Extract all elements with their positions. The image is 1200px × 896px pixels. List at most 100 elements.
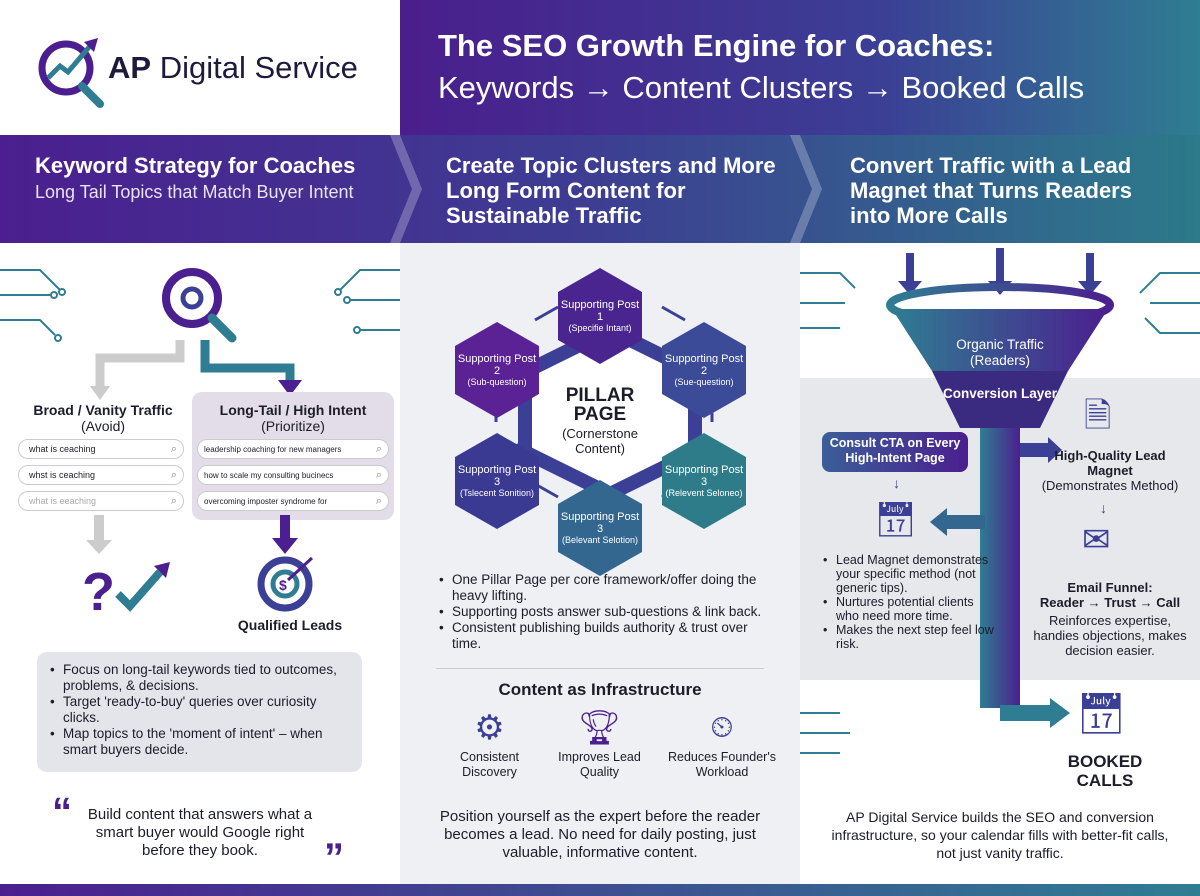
long-query-2: how to scale my consulting bucinecs ⌕ bbox=[197, 465, 389, 485]
cluster-post-2: Supporting Post 2(Sue-question) bbox=[662, 322, 746, 418]
column-2-title: Create Topic Clusters and More Long Form… bbox=[446, 153, 776, 228]
post-title: Supporting Post 2 bbox=[457, 352, 537, 377]
quote-text: Build content that answers what a smart … bbox=[87, 806, 313, 859]
chevron-dividers bbox=[390, 135, 822, 243]
long-query-3: overcoming imposter syndrome for ⌕ bbox=[197, 491, 389, 511]
calendar-check-icon: 📅︎ bbox=[1076, 692, 1127, 736]
tip-item: Map topics to the 'moment of intent' – w… bbox=[47, 726, 352, 758]
query-text: what is ceaching bbox=[29, 444, 96, 454]
organic-traffic: Organic Traffic(Readers) bbox=[920, 337, 1080, 369]
page-title: The SEO Growth Engine for Coaches: bbox=[438, 28, 995, 63]
footer-bar bbox=[0, 884, 1200, 896]
broad-traffic-group: Broad / Vanity Traffic (Avoid) bbox=[14, 402, 192, 434]
cluster-post-6: Supporting Post 2(Sub-question) bbox=[455, 322, 539, 418]
brand-name-rest: Digital Service bbox=[151, 50, 358, 85]
relaxing-person-clock-icon: ⏲ bbox=[710, 711, 734, 744]
cluster-post-3: Supporting Post 3(Relevent Seloneo) bbox=[662, 433, 746, 529]
cluster-bullet: One Pillar Page per core framework/offer… bbox=[436, 572, 776, 604]
broad-title: Broad / Vanity Traffic bbox=[33, 402, 173, 418]
query-text: leadership coaching for new managers bbox=[204, 445, 342, 454]
pillar-title: PILLAR PAGE bbox=[565, 385, 635, 425]
arrow-down-icon: ↓ bbox=[893, 475, 900, 491]
query-text: overcoming imposter syndrome for bbox=[204, 497, 328, 506]
organic-label: Organic Traffic bbox=[956, 337, 1044, 352]
post-title: Supporting Post 1 bbox=[560, 298, 640, 323]
post-sub: (Specifie Intant) bbox=[568, 322, 632, 333]
broad-subtitle: (Avoid) bbox=[80, 418, 126, 434]
infra-label: Consistent Discovery bbox=[459, 750, 520, 779]
keyword-tips-list: Focus on long-tail keywords tied to outc… bbox=[47, 662, 352, 758]
post-title: Supporting Post 3 bbox=[560, 510, 640, 535]
brand-name-bold: AP bbox=[108, 50, 152, 85]
post-title: Supporting Post 3 bbox=[457, 463, 537, 488]
column-1-subtitle: Long Tail Topics that Match Buyer Intent bbox=[35, 182, 354, 202]
infra-items: ⚙ Consistent Discovery 🏆︎Improves Lead Qu… bbox=[442, 706, 782, 780]
search-icon: ⌕ bbox=[170, 495, 177, 507]
lead-magnet-bullets: Lead Magnet demonstrates your specific m… bbox=[820, 553, 995, 651]
cluster-bullets: One Pillar Page per core framework/offer… bbox=[436, 572, 776, 652]
pillar-subtitle: (Cornerstone Content) bbox=[562, 426, 638, 456]
keyword-tips-box: Focus on long-tail keywords tied to outc… bbox=[37, 652, 362, 772]
column-header-band bbox=[0, 135, 1200, 243]
cluster-bullet: Supporting posts answer sub-questions & … bbox=[436, 604, 776, 620]
search-icon: ⌕ bbox=[375, 469, 382, 481]
long-tail-subtitle: (Prioritize) bbox=[261, 418, 325, 434]
column-1-header: Keyword Strategy for Coaches Long Tail T… bbox=[35, 153, 395, 203]
divider bbox=[436, 668, 764, 669]
pillar-page: PILLAR PAGE (Cornerstone Content) bbox=[548, 386, 652, 456]
magnet-title: High-Quality Lead Magnet bbox=[1054, 448, 1166, 478]
qualified-leads-label: Qualified Leads bbox=[237, 617, 343, 633]
booked-calls-label: BOOKED CALLS bbox=[1067, 752, 1143, 790]
query-text: whst is ceaching bbox=[29, 470, 96, 480]
calendar-icon: 📅︎ bbox=[874, 501, 918, 539]
title-banner bbox=[400, 0, 1200, 135]
consult-cta-box: Consult CTA on Every High-Intent Page bbox=[822, 432, 968, 472]
tip-item: Target 'ready-to-buy' queries over curio… bbox=[47, 694, 352, 726]
broad-query-3: what is eeaching ⌕ bbox=[18, 491, 184, 511]
email-desc: Reinforces expertise, handies objections… bbox=[1033, 613, 1187, 658]
gear-wrench-icon: ⚙ bbox=[474, 709, 505, 747]
infra-title: Content as Infrastructure bbox=[498, 680, 702, 699]
post-sub: (Sub-question) bbox=[467, 376, 527, 387]
broad-query-1: what is ceaching ⌕ bbox=[18, 439, 184, 459]
long-tail-header: Long-Tail / High Intent (Prioritize) bbox=[192, 402, 394, 434]
open-quote-icon: “ bbox=[52, 790, 72, 834]
post-sub: (Tslecent Sonition) bbox=[459, 487, 535, 498]
tip-item: Focus on long-tail keywords tied to outc… bbox=[47, 662, 352, 694]
cluster-footer: Position yourself as the expert before t… bbox=[439, 808, 761, 861]
cluster-bullet: Consistent publishing builds authority &… bbox=[436, 620, 776, 652]
brand-name: AP Digital Service bbox=[108, 50, 358, 86]
column-1-title: Keyword Strategy for Coaches bbox=[35, 153, 356, 178]
question-mark-icon: ? bbox=[82, 562, 115, 617]
infra-item: ⏲ Reduces Founder's Workload bbox=[662, 706, 782, 780]
funnel-footer: AP Digital Service builds the SEO and co… bbox=[831, 809, 1169, 861]
search-icon: ⌕ bbox=[375, 443, 382, 455]
infra-label: Improves Lead Quality bbox=[558, 750, 641, 779]
column-3-title: Convert Traffic with a Lead Magnet that … bbox=[850, 153, 1132, 228]
email-funnel: Email Funnel: Reader → Trust → Call Rein… bbox=[1030, 580, 1190, 658]
search-icon: ⌕ bbox=[170, 443, 177, 455]
post-title: Supporting Post 2 bbox=[664, 352, 744, 377]
post-sub: (Sue-question) bbox=[674, 376, 734, 387]
funnel-bullet: Makes the next step feel low risk. bbox=[820, 623, 995, 651]
query-text: how to scale my consulting bucinecs bbox=[204, 471, 334, 480]
post-title: Supporting Post 3 bbox=[664, 463, 744, 488]
cluster-post-1: Supporting Post 1(Specifie Intant) bbox=[558, 268, 642, 364]
funnel-graphic bbox=[800, 248, 1200, 754]
lead-magnet: High-Quality Lead Magnet(Demonstrates Me… bbox=[1030, 448, 1190, 493]
infra-label: Reduces Founder's Workload bbox=[667, 750, 776, 779]
email-title: Email Funnel: bbox=[1067, 580, 1153, 595]
query-text: what is eeaching bbox=[29, 496, 97, 506]
search-icon: ⌕ bbox=[375, 495, 382, 507]
search-icon: ⌕ bbox=[170, 469, 177, 481]
funnel-bullet: Lead Magnet demonstrates your specific m… bbox=[820, 553, 995, 595]
brand-header bbox=[0, 0, 400, 135]
organic-sub: (Readers) bbox=[969, 353, 1031, 368]
magnet-sub: (Demonstrates Method) bbox=[1041, 478, 1179, 493]
infra-item: 🏆︎Improves Lead Quality bbox=[552, 706, 647, 780]
arrow-down-icon: ↓ bbox=[1100, 500, 1107, 516]
page-subtitle: Keywords → Content Clusters → Booked Cal… bbox=[438, 70, 1085, 105]
long-tail-title: Long-Tail / High Intent bbox=[219, 402, 367, 418]
cluster-post-4: Supporting Post 3(Belevant Selotion) bbox=[558, 480, 642, 576]
close-quote-icon: ” bbox=[324, 836, 344, 880]
